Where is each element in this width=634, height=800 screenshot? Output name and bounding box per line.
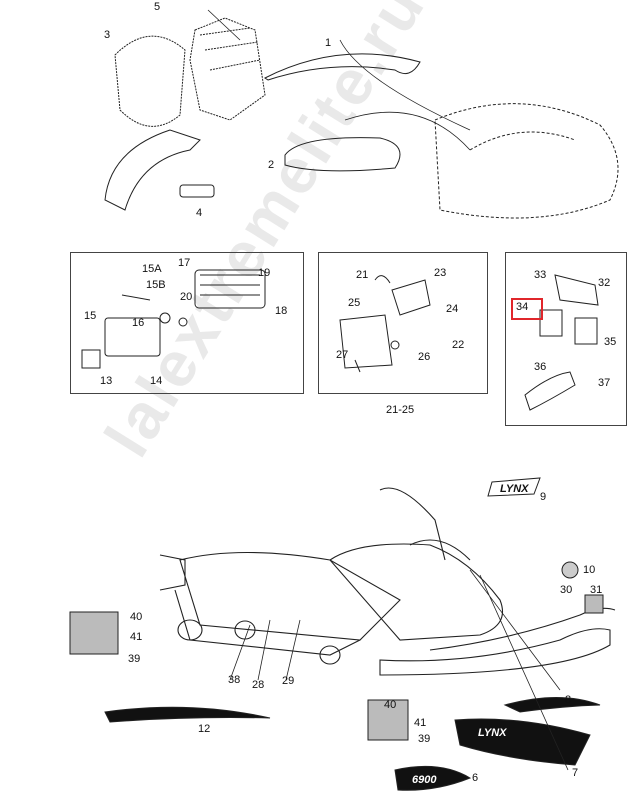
windshield-decal-illustration [264, 53, 421, 81]
callout-28[interactable]: 28 [252, 679, 265, 691]
callout-39-bottom[interactable]: 39 [418, 733, 431, 745]
callout-3[interactable]: 3 [104, 29, 111, 41]
callout-7[interactable]: 7 [572, 767, 579, 779]
lynx-decal-text: LYNX [500, 483, 529, 495]
reflector-bottom [367, 699, 409, 741]
callout-6[interactable]: 6 [472, 772, 479, 784]
lynx-hood-decal-text: LYNX [478, 727, 507, 739]
side-decal-6 [394, 765, 472, 791]
callout-10[interactable]: 10 [583, 564, 596, 576]
callout-39-left[interactable]: 39 [128, 653, 141, 665]
sled-front-illustration [434, 103, 619, 219]
callout-38[interactable]: 38 [228, 674, 241, 686]
callout-30[interactable]: 30 [560, 584, 573, 596]
reflector-right [584, 594, 604, 614]
callout-27[interactable]: 27 [336, 349, 349, 361]
callout-15[interactable]: 15 [84, 310, 97, 322]
callout-41-left[interactable]: 41 [130, 631, 143, 643]
callout-12[interactable]: 12 [198, 723, 211, 735]
lynx-decal-9 [487, 477, 541, 497]
snow-flap-illustration [524, 274, 599, 411]
callout-33[interactable]: 33 [534, 269, 547, 281]
callout-40-bottom[interactable]: 40 [384, 699, 397, 711]
license-bracket-illustration [339, 275, 431, 373]
callout-41-bottom[interactable]: 41 [414, 717, 427, 729]
reflector-left [69, 611, 119, 655]
callout-32[interactable]: 32 [598, 277, 611, 289]
fender-illustration [104, 129, 215, 211]
engine-cover-illustration [114, 35, 186, 127]
callout-4[interactable]: 4 [196, 207, 203, 219]
snow-flap-panel [505, 252, 627, 426]
callout-18[interactable]: 18 [275, 305, 288, 317]
callout-5[interactable]: 5 [154, 1, 161, 13]
license-bracket-panel [318, 252, 488, 394]
engine-block-illustration [189, 17, 266, 121]
callout-13[interactable]: 13 [100, 375, 113, 387]
callout-35[interactable]: 35 [604, 336, 617, 348]
callout-29[interactable]: 29 [282, 675, 295, 687]
dash-decal-illustration [284, 137, 401, 172]
stripe-decal-12 [104, 706, 271, 723]
stripe-decal-8 [503, 697, 601, 713]
callout-26[interactable]: 26 [418, 351, 431, 363]
callout-37[interactable]: 37 [598, 377, 611, 389]
callout-40[interactable]: 40 [130, 611, 143, 623]
callout-15a[interactable]: 15A [142, 263, 162, 275]
callout-8[interactable]: 8 [565, 694, 572, 706]
callout-1[interactable]: 1 [325, 37, 332, 49]
snowmobile-illustration [159, 487, 616, 676]
callout-22[interactable]: 22 [452, 339, 465, 351]
callout-24[interactable]: 24 [446, 303, 459, 315]
callout-23[interactable]: 23 [434, 267, 447, 279]
callout-9[interactable]: 9 [540, 491, 547, 503]
callout-16[interactable]: 16 [132, 317, 145, 329]
tail-light-panel [70, 252, 304, 394]
callout-14[interactable]: 14 [150, 375, 163, 387]
callout-21[interactable]: 21 [356, 269, 369, 281]
callout-36[interactable]: 36 [534, 361, 547, 373]
callout-34[interactable]: 34 [516, 301, 529, 313]
callout-2[interactable]: 2 [268, 159, 275, 171]
callout-19[interactable]: 19 [258, 267, 271, 279]
emblem-10 [561, 561, 579, 579]
model-decal-text: 6900 [412, 774, 437, 786]
highlighted-callout-34[interactable] [511, 298, 543, 320]
callout-31[interactable]: 31 [590, 584, 603, 596]
callout-range-21-25[interactable]: 21-25 [386, 404, 415, 416]
callout-17[interactable]: 17 [178, 257, 191, 269]
callout-25[interactable]: 25 [348, 297, 361, 309]
callout-20[interactable]: 20 [180, 291, 193, 303]
callout-15b[interactable]: 15B [146, 279, 166, 291]
hood-decal-7 [454, 718, 591, 766]
tail-light-illustration [81, 269, 266, 369]
